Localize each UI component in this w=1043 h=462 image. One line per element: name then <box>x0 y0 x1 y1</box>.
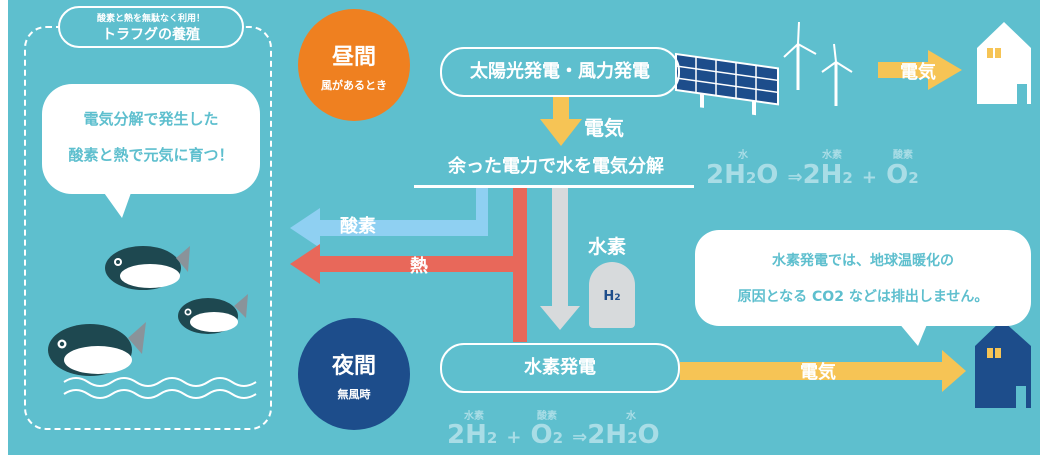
eq-bottom-o-sub: 2 <box>552 429 564 447</box>
eq-top-lhs-sub: 2 <box>745 169 757 187</box>
eq-bottom-arrow: ⇒ <box>572 427 588 448</box>
heat-arrow <box>290 188 527 342</box>
hydrogen-arrow <box>540 188 580 330</box>
eq-top-water-label: 水 <box>738 150 748 161</box>
house-icon <box>977 22 1031 104</box>
hydrogen-tank-h: H <box>603 289 615 304</box>
water-wave-icon <box>63 377 257 399</box>
eq-top-lhs: 2H <box>706 160 746 190</box>
house-bubble-line-1: 水素発電では、地球温暖化の <box>772 253 954 269</box>
electricity-down-arrow <box>540 97 582 146</box>
eq-top-h: 2H <box>802 160 843 190</box>
fish-speech-bubble: 電気分解で発生した 酸素と熱で元気に育つ！ <box>42 84 260 194</box>
eq-bottom-h: 2H <box>447 420 487 450</box>
hydrogen-tank-icon: H2 <box>589 262 635 328</box>
fish-bubble-line-2: 酸素と熱で元気に育つ！ <box>68 146 234 164</box>
electricity-bottom-right-label: 電気 <box>800 362 836 383</box>
eq-bottom-oxygen-label: 酸素 <box>537 411 557 422</box>
electrolysis-label: 余った電力で水を電気分解 <box>448 156 664 177</box>
hydrogen-power-pill: 水素発電 <box>440 343 680 393</box>
solar-panel-icon <box>675 52 779 116</box>
house-bubble-line-2: 原因となる CO2 などは排出しません。 <box>737 289 989 305</box>
nighttime-sublabel: 無風時 <box>337 388 371 401</box>
eq-top-hydrogen-label: 水素 <box>822 150 842 161</box>
eq-bottom-rhs-sub: 2 <box>627 429 638 447</box>
fish-farm-subtitle: 酸素と熱を無駄なく利用！ <box>96 14 205 24</box>
pufferfish-icon <box>178 294 248 334</box>
solar-wind-generation-pill: 太陽光発電・風力発電 <box>440 47 680 97</box>
eq-top-h-sub: 2 <box>842 169 853 187</box>
eq-bottom-plus: + <box>506 427 522 448</box>
house-speech-bubble: 水素発電では、地球温暖化の 原因となる CO2 などは排出しません。 <box>695 230 1031 326</box>
house-bubble-tail <box>898 322 928 346</box>
oxygen-arrow <box>290 188 488 248</box>
hydrogen-label: 水素 <box>588 236 627 258</box>
house-icon <box>975 320 1031 408</box>
electrolysis-underline <box>414 185 694 188</box>
nighttime-circle: 夜間 無風時 <box>298 318 410 430</box>
electricity-down-label: 電気 <box>584 116 624 140</box>
pufferfish-icon <box>48 322 146 376</box>
eq-bottom-rhs-o: O <box>637 420 660 450</box>
eq-bottom-h-sub: 2 <box>486 429 498 447</box>
electricity-top-right-label: 電気 <box>900 62 936 83</box>
equation-top: 2H2O ⇒2H2 + O2 <box>706 160 919 190</box>
electricity-bottom-right-arrow <box>680 350 966 392</box>
eq-top-lhs-o: O <box>756 160 779 190</box>
daytime-circle: 昼間 風があるとき <box>298 9 410 121</box>
fish-bubble-tail <box>102 190 132 218</box>
fish-farm-title-pill: 酸素と熱を無駄なく利用！ トラフグの養殖 <box>58 6 244 48</box>
eq-top-o: O <box>886 160 909 190</box>
eq-bottom-water-label: 水 <box>626 411 636 422</box>
pufferfish-icon <box>105 246 190 290</box>
equation-bottom: 2H2 + O2 ⇒2H2O <box>447 420 660 450</box>
hydrogen-tank-sub: 2 <box>614 293 621 303</box>
electricity-top-right-arrow <box>878 50 962 90</box>
eq-bottom-rhs: 2H <box>587 420 628 450</box>
eq-top-oxygen-label: 酸素 <box>893 150 913 161</box>
eq-bottom-hydrogen-label: 水素 <box>464 411 484 422</box>
fish-farm-title: トラフグの養殖 <box>102 27 200 43</box>
fish-bubble-line-1: 電気分解で発生した <box>83 110 219 128</box>
heat-label: 熱 <box>410 256 428 277</box>
eq-top-arrow: ⇒ <box>787 167 803 188</box>
daytime-sublabel: 風があるとき <box>321 79 387 92</box>
oxygen-label: 酸素 <box>340 216 376 237</box>
hydrogen-tank-label: H2 <box>589 289 635 304</box>
nighttime-label: 夜間 <box>331 354 376 379</box>
eq-top-o-sub: 2 <box>908 169 919 187</box>
wind-turbine-icon <box>783 21 817 90</box>
daytime-label: 昼間 <box>331 45 376 70</box>
eq-top-plus: + <box>861 167 878 188</box>
eq-bottom-o: O <box>530 420 553 450</box>
wind-turbine-icon <box>821 43 853 106</box>
